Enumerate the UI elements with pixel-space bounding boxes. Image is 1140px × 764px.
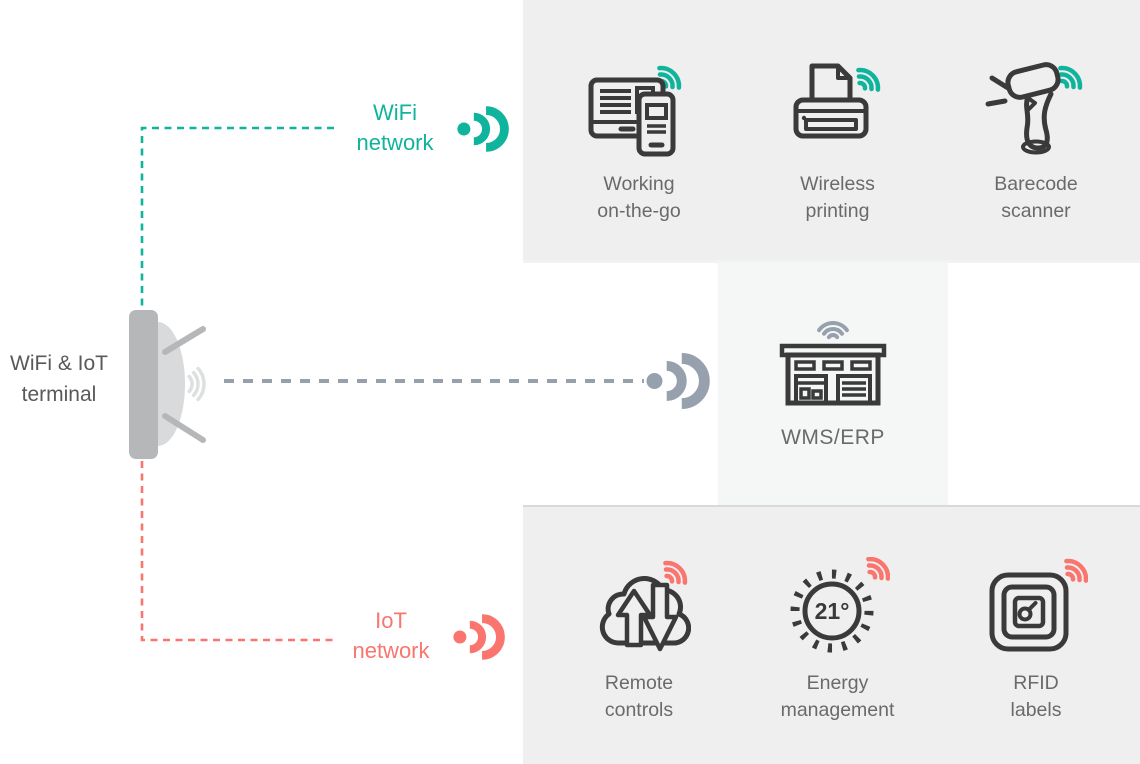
item-label: RFID labels	[1010, 672, 1062, 721]
wifi-network-label: WiFi network	[356, 100, 434, 155]
wms-signal-group	[646, 351, 710, 416]
wifi-network-group: WiFi network	[344, 98, 509, 158]
item-label: Energy management	[780, 672, 895, 721]
wifi-network-dashed-line	[140, 126, 334, 308]
device-item-working-on-the-go: Working on-the-go	[541, 46, 737, 225]
wms-erp-label: WMS/ERP	[781, 426, 885, 449]
wifi-devices-panel: Working on-the-go	[523, 0, 1140, 260]
tablet-phone-icon	[587, 46, 691, 158]
device-item-wireless-printing: Wireless printing	[740, 46, 936, 225]
rfid-tag-icon	[984, 545, 1088, 657]
wireless-printer-icon	[786, 46, 890, 158]
item-label: Remote controls	[604, 672, 674, 721]
wms-erp-panel: WMS/ERP	[718, 262, 948, 503]
iot-network-label: IoT network	[352, 608, 430, 663]
terminal-device	[125, 300, 250, 475]
iot-devices-panel: Remote controls 21°	[523, 505, 1140, 764]
item-label: Barecode scanner	[994, 173, 1078, 222]
router-icon	[129, 310, 206, 459]
antenna-bottom	[162, 413, 206, 443]
wifi-signal-icon	[457, 106, 509, 152]
barcode-scanner-icon	[984, 46, 1088, 158]
iot-signal-icon	[453, 614, 505, 660]
item-label: Working on-the-go	[597, 173, 681, 222]
thermostat-icon: 21°	[786, 545, 890, 657]
item-label: Wireless printing	[800, 173, 875, 222]
cloud-transfer-icon	[587, 545, 691, 657]
terminal-label: WiFi & IoT terminal	[10, 352, 108, 406]
warehouse-icon	[779, 320, 887, 406]
device-item-rfid-labels: RFID labels	[938, 545, 1134, 724]
antenna-top	[162, 326, 206, 355]
iot-network-dashed-line	[140, 461, 334, 642]
device-item-remote-controls: Remote controls	[541, 545, 737, 724]
wms-signal-icon	[646, 353, 710, 409]
device-item-barcode-scanner: Barecode scanner	[938, 46, 1134, 225]
thermostat-value: 21°	[814, 598, 849, 624]
iot-network-group: IoT network	[340, 606, 505, 666]
device-item-energy-management: 21° Energy management	[740, 545, 936, 724]
